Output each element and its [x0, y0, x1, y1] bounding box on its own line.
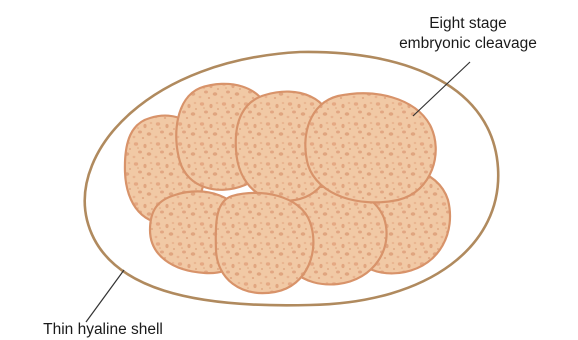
shell-leader-line [86, 270, 124, 322]
blastomere-cell-7 [305, 93, 435, 202]
cleavage-label-line2: embryonic cleavage [399, 35, 537, 52]
blastomere-group [125, 84, 450, 293]
shell-label: Thin hyaline shell [43, 321, 163, 338]
blastomere-cell-8 [216, 193, 314, 293]
cleavage-label-line1: Eight stage [429, 15, 507, 32]
